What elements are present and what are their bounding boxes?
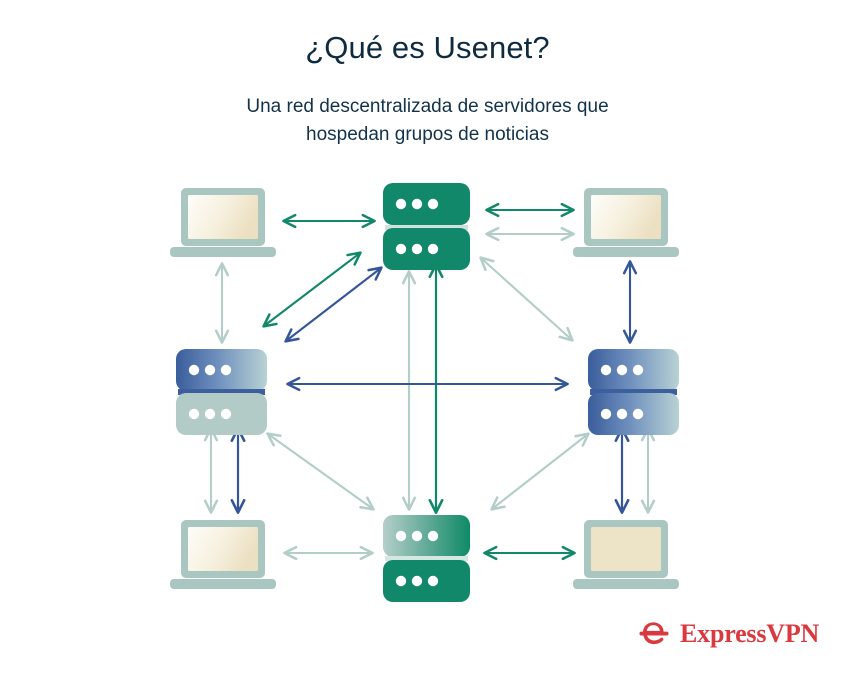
server-led-icon [395, 530, 407, 542]
expressvpn-wordmark: ExpressVPN [680, 619, 820, 648]
laptop-base-icon [170, 579, 276, 589]
server-led-icon [411, 198, 423, 210]
laptop-screen-icon [591, 195, 661, 239]
laptop-top-left[interactable] [170, 188, 276, 257]
page-subtitle: Una red descentralizada de servidores qu… [0, 93, 855, 149]
server-led-icon [188, 364, 200, 376]
laptop-bottom-right[interactable] [573, 520, 679, 589]
server-led-icon [616, 364, 628, 376]
server-led-icon [188, 408, 200, 420]
server-led-icon [220, 408, 232, 420]
laptop-base-icon [170, 247, 276, 257]
server-led-icon [600, 408, 612, 420]
server-divider-icon [590, 389, 677, 395]
server-led-icon [204, 364, 216, 376]
server-unit-bottom-icon [383, 228, 470, 270]
server-led-icon [632, 364, 644, 376]
expressvpn-logo[interactable]: ExpressVPN [637, 614, 819, 654]
conn-mid-left-server-to-bottom-server [266, 432, 375, 511]
server-led-icon [204, 408, 216, 420]
page-subtitle-line2: hospedan grupos de noticias [306, 124, 549, 145]
server-divider-icon [178, 389, 265, 395]
server-led-icon [395, 575, 407, 587]
server-led-icon [411, 530, 423, 542]
laptop-base-icon [573, 247, 679, 257]
server-led-icon [220, 364, 232, 376]
server-led-icon [411, 575, 423, 587]
conn-mid-right-server-to-bottom-server [490, 432, 590, 511]
laptop-screen-icon [188, 195, 258, 239]
server-led-icon [427, 198, 439, 210]
laptop-screen-icon [188, 527, 258, 571]
expressvpn-mark-icon [639, 622, 669, 645]
server-led-icon [395, 198, 407, 210]
server-led-icon [616, 408, 628, 420]
server-led-icon [632, 408, 644, 420]
laptop-screen-icon [591, 527, 661, 571]
conn-mid-left-server-to-top-server-green [262, 251, 362, 328]
server-led-icon [411, 243, 423, 255]
server-led-icon [600, 364, 612, 376]
server-top-center[interactable] [383, 183, 470, 270]
server-led-icon [395, 243, 407, 255]
laptop-top-right[interactable] [573, 188, 679, 257]
server-bottom-center[interactable] [383, 515, 470, 602]
server-unit-bottom-icon [383, 560, 470, 602]
page-title: ¿Qué es Usenet? [305, 30, 550, 65]
server-led-icon [427, 575, 439, 587]
connection-layer [203, 202, 656, 561]
server-divider-icon [385, 225, 468, 230]
page-subtitle-line1: Una red descentralizada de servidores qu… [246, 96, 609, 117]
server-mid-left[interactable] [176, 349, 267, 435]
server-unit-top-icon [383, 515, 470, 557]
server-led-icon [427, 530, 439, 542]
laptop-base-icon [573, 579, 679, 589]
conn-mid-left-server-to-top-server-blue [284, 266, 383, 343]
laptop-bottom-left[interactable] [170, 520, 276, 589]
server-mid-right[interactable] [588, 349, 679, 435]
server-divider-icon [385, 556, 468, 561]
server-unit-top-icon [383, 183, 470, 225]
server-led-icon [427, 243, 439, 255]
conn-top-server-to-mid-right-server [479, 256, 574, 342]
